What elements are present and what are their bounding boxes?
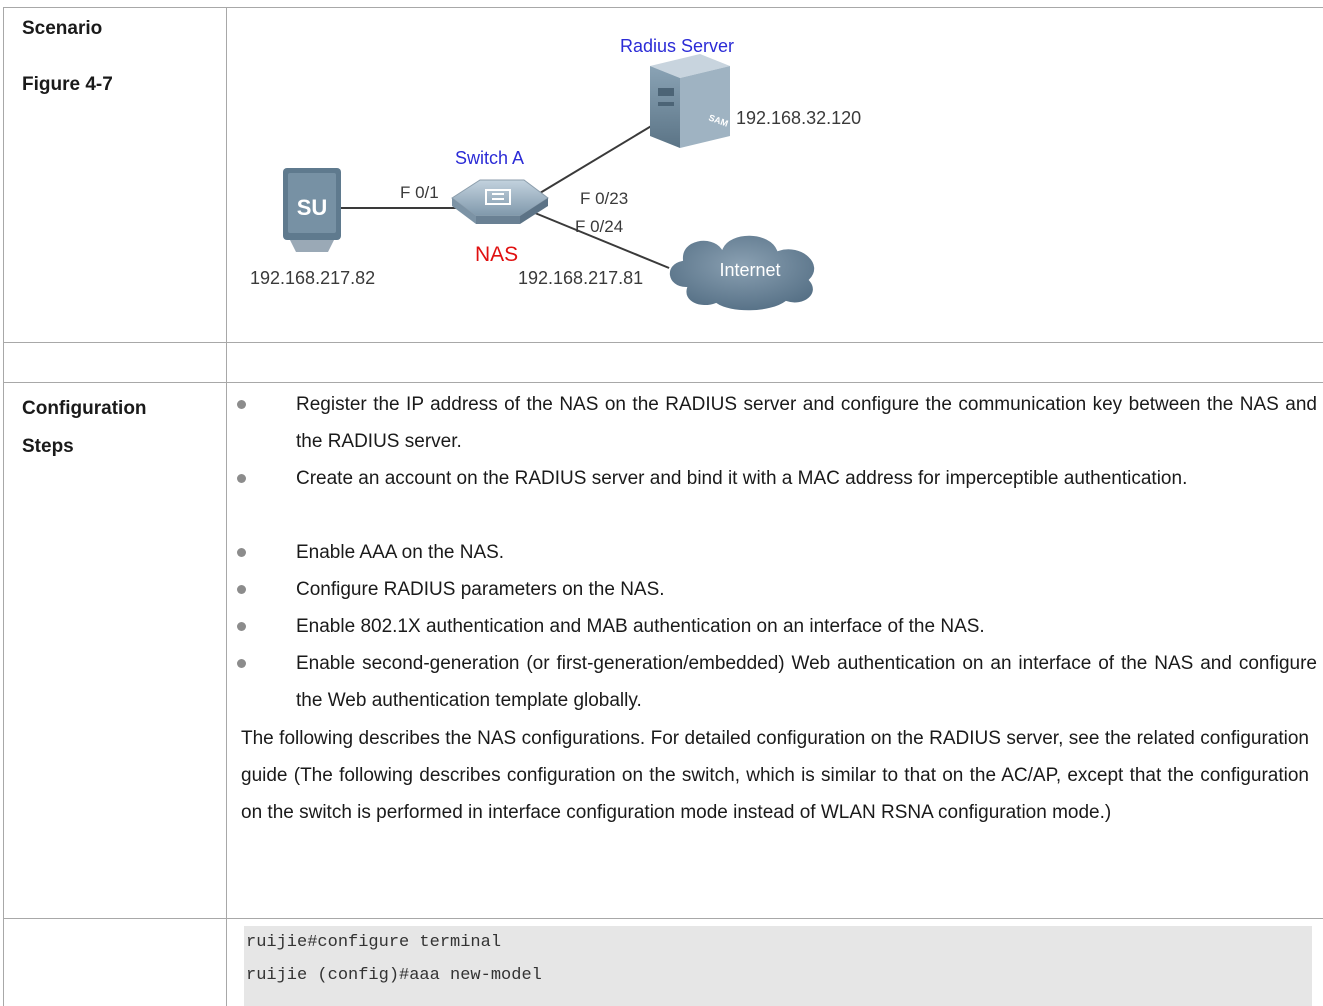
bullet-icon — [237, 659, 246, 668]
code-line: ruijie#configure terminal — [246, 933, 502, 952]
bullet-icon — [237, 585, 246, 594]
bullet-icon — [237, 622, 246, 631]
port-f024-label: F 0/24 — [575, 217, 623, 236]
radius-server-ip: 192.168.32.120 — [736, 108, 861, 128]
bullet-icon — [237, 548, 246, 557]
table-left-border — [3, 7, 4, 1006]
figure-label: Figure 4-7 — [22, 74, 113, 95]
port-f023-label: F 0/23 — [580, 189, 628, 208]
config-steps-label-line2: Steps — [22, 436, 74, 457]
row-divider-2 — [3, 382, 1323, 383]
switch-ip: 192.168.217.81 — [518, 268, 643, 288]
radius-server-label: Radius Server — [620, 36, 734, 56]
step-item-3: Enable AAA on the NAS. — [237, 534, 1317, 571]
client-ip: 192.168.217.82 — [250, 268, 375, 288]
step-text: Configure RADIUS parameters on the NAS. — [296, 579, 665, 600]
link-switch-internet — [534, 212, 675, 271]
step-item-1: Register the IP address of the NAS on th… — [237, 386, 1317, 460]
step-text: Register the IP address of the NAS on th… — [296, 394, 1317, 452]
nas-config-description: The following describes the NAS configur… — [241, 728, 1309, 823]
network-diagram: SU SAM Internet Radius Server 192.168.32… — [250, 36, 861, 313]
internet-label: Internet — [719, 260, 780, 280]
client-pc-icon: SU — [283, 168, 341, 252]
scenario-label: Scenario — [22, 18, 103, 39]
radius-server-icon: SAM — [650, 54, 730, 148]
bullet-icon — [237, 400, 246, 409]
internet-cloud-icon: Internet — [667, 233, 817, 313]
bullet-icon — [237, 474, 246, 483]
step-item-5: Enable 802.1X authentication and MAB aut… — [237, 608, 1317, 645]
step-text: Enable 802.1X authentication and MAB aut… — [296, 616, 985, 637]
switch-label: Switch A — [455, 148, 524, 168]
step-item-4: Configure RADIUS parameters on the NAS. — [237, 571, 1317, 608]
step-item-6: Enable second-generation (or first-gener… — [237, 645, 1317, 719]
step-text: Enable AAA on the NAS. — [296, 542, 505, 563]
code-line: ruijie (config)#aaa new-model — [246, 966, 542, 985]
switch-icon — [451, 179, 549, 224]
client-screen-text: SU — [297, 195, 328, 220]
step-text: Create an account on the RADIUS server a… — [296, 468, 1188, 489]
code-block: ruijie#configure terminal ruijie (config… — [244, 926, 1312, 1006]
link-switch-server — [534, 121, 659, 197]
port-f01-label: F 0/1 — [400, 183, 439, 202]
table-top-border — [3, 7, 1323, 8]
nas-label: NAS — [475, 243, 518, 266]
config-steps-label-line1: Configuration — [22, 398, 147, 419]
step-text: Enable second-generation (or first-gener… — [296, 653, 1317, 711]
row-divider-1 — [3, 342, 1323, 343]
step-item-2: Create an account on the RADIUS server a… — [237, 460, 1317, 534]
row-divider-3 — [3, 918, 1323, 919]
table-column-divider — [226, 7, 227, 1006]
